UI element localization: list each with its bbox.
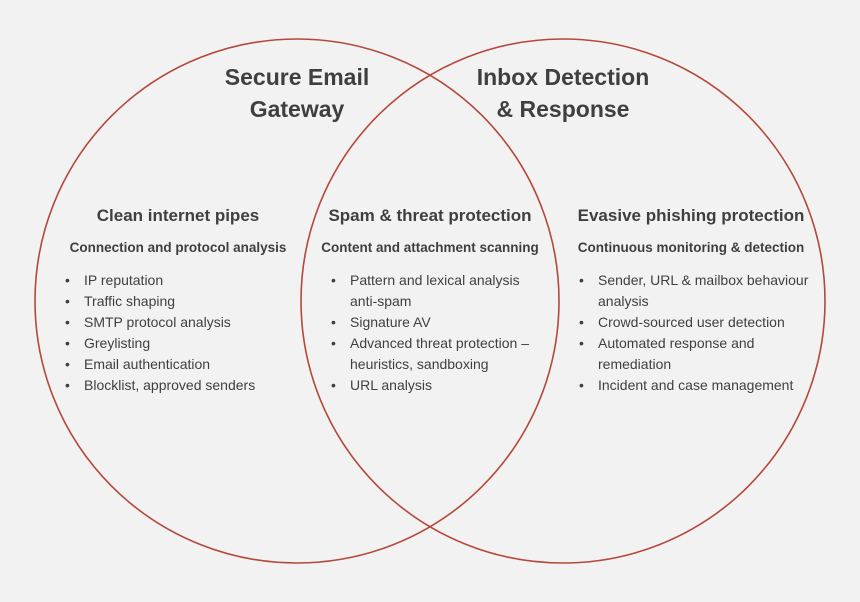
region-overlap: Spam & threat protection Content and att… — [312, 204, 548, 396]
list-item: Greylisting — [62, 333, 294, 354]
right-circle-title: Inbox Detection & Response — [463, 61, 663, 125]
list-item: SMTP protocol analysis — [62, 312, 294, 333]
list-item: Pattern and lexical analysis anti-spam — [328, 270, 538, 312]
region-left-heading: Clean internet pipes — [96, 206, 260, 225]
list-item: Email authentication — [62, 354, 294, 375]
region-right: Evasive phishing protection Continuous m… — [566, 204, 816, 396]
region-overlap-subheading: Content and attachment scanning — [321, 240, 539, 255]
list-item: URL analysis — [328, 375, 538, 396]
region-right-heading: Evasive phishing protection — [577, 206, 805, 225]
left-circle-title: Secure Email Gateway — [197, 61, 397, 125]
list-item: Automated response and remediation — [576, 333, 812, 375]
left-circle — [34, 38, 560, 564]
region-left-subheading: Connection and protocol analysis — [69, 240, 287, 255]
region-overlap-heading: Spam & threat protection — [328, 206, 532, 225]
region-left: Clean internet pipes Connection and prot… — [62, 204, 294, 396]
region-left-list: IP reputation Traffic shaping SMTP proto… — [62, 270, 294, 396]
right-circle — [300, 38, 826, 564]
list-item: Blocklist, approved senders — [62, 375, 294, 396]
left-circle-title-line2: Gateway — [249, 96, 345, 122]
list-item: Signature AV — [328, 312, 538, 333]
list-item: Crowd-sourced user detection — [576, 312, 812, 333]
list-item: Advanced threat protection – heuristics,… — [328, 333, 538, 375]
region-right-subheading: Continuous monitoring & detection — [577, 240, 805, 255]
list-item: IP reputation — [62, 270, 294, 291]
list-item: Traffic shaping — [62, 291, 294, 312]
region-right-list: Sender, URL & mailbox behaviour analysis… — [576, 270, 812, 396]
region-overlap-list: Pattern and lexical analysis anti-spam S… — [328, 270, 538, 396]
left-circle-title-line1: Secure Email — [224, 64, 370, 90]
list-item: Sender, URL & mailbox behaviour analysis — [576, 270, 812, 312]
right-circle-title-line2: & Response — [496, 96, 630, 122]
right-circle-title-line1: Inbox Detection — [476, 64, 650, 90]
list-item: Incident and case management — [576, 375, 812, 396]
